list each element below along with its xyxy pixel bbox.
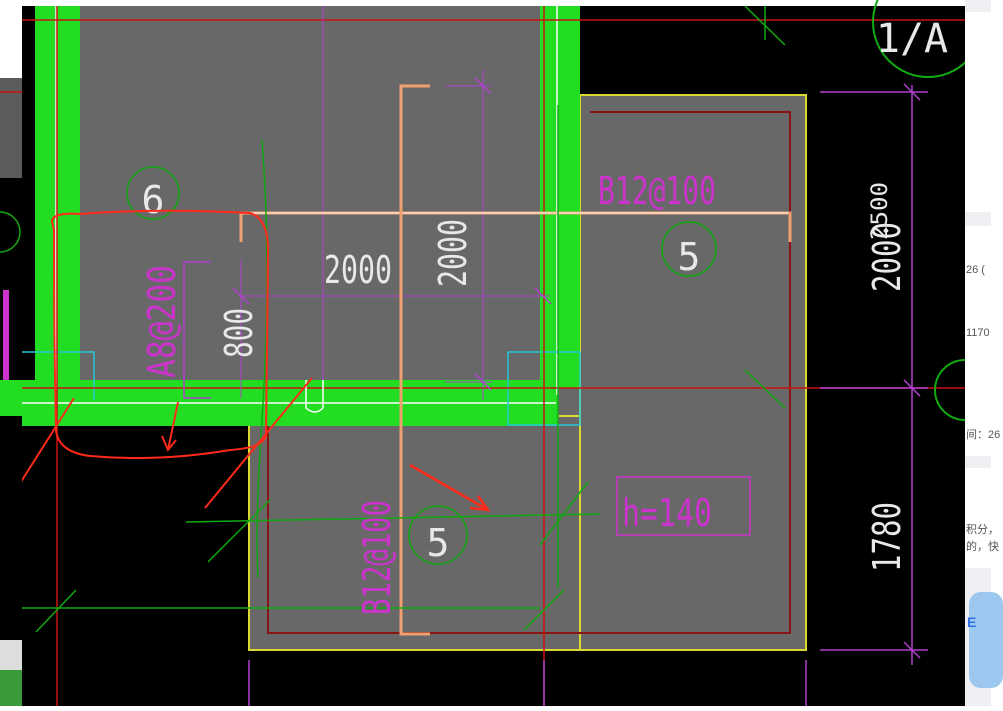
dim-text-right-bottom: 1780 [865,502,909,572]
side-card-2 [965,226,991,456]
side-card-1 [965,12,991,212]
left-strip-circle-part [0,211,21,253]
annotation-red-arrow-down [161,401,179,452]
dim-ticks [232,77,921,659]
grid-bubble-right-edge [934,359,966,421]
rebar-label-left: A8@200 [140,265,184,378]
left-strip-white-top [0,0,22,78]
side-brand-letter: E [967,614,977,630]
rebar-u-bottom [305,380,324,413]
slab-thickness-box [616,476,751,536]
slab-marker-5-bottom [408,505,468,565]
dim-text-right-top: 2000 [865,222,909,292]
green-line-h-1 [185,513,601,523]
annotation-red-arrow-right [409,463,491,512]
slab-marker-5-right [661,221,717,277]
right-side-panel: 26 ( 1170 间：26 积分， 的，快 E [965,0,1003,706]
side-avatar[interactable] [969,592,1003,688]
slab-bottom [248,415,581,651]
top-white-band [22,0,965,6]
green-line-v-3 [256,139,268,579]
green-line-diag-6 [523,589,565,631]
left-strip-green [0,380,22,416]
slab-marker-6 [126,166,180,220]
slab-marker-6-label: 6 [142,178,165,222]
left-strip-gray [0,78,22,178]
slab-marker-5-bottom-label: 5 [427,521,450,565]
slab-inner-outline [267,111,791,634]
rebar-vertical [399,84,430,636]
green-line-diag-2 [744,369,786,409]
dim-text-2000-horizontal: 2000 [324,248,392,292]
slab-thickness-label: h=140 [622,491,712,535]
rebar-label-horizontal: B12@100 [598,169,716,213]
rebar-label-vertical: B12@100 [355,500,399,615]
cyan-corner-left [22,351,95,400]
side-text-4: 积分， [966,524,999,536]
grid-bubble-label: 1/A [876,16,948,62]
side-text-3: 间：26 [966,429,1001,441]
rebar-left-hook [183,261,211,399]
dim-text-2000-vertical: 2000 [431,219,475,287]
annotation-red-stroke-left [11,397,75,497]
cyan-corner-right [507,351,581,426]
side-card-3 [965,468,991,568]
left-edge-graphics [0,0,22,706]
left-edge-strip [0,0,22,706]
slab-right [579,94,807,651]
green-line-diag-4 [207,499,271,563]
left-strip-white-bottom [0,640,22,670]
slab-marker-5-right-label: 5 [678,235,701,279]
wall-right [540,6,580,388]
dim-text-800: 800 [217,308,261,358]
left-strip-green-bottom [0,670,22,706]
annotation-red-stroke-mid [204,377,313,509]
annotation-red-loop [50,209,270,459]
side-text-5: 的，快 [966,541,999,553]
green-line-diag-5 [35,589,77,633]
green-line-diag-3 [539,481,589,546]
dim-text-right-top-overlap: 2500 [868,182,893,240]
side-text-2: 1170 [966,327,990,339]
side-text-1: 26 ( [966,264,985,276]
